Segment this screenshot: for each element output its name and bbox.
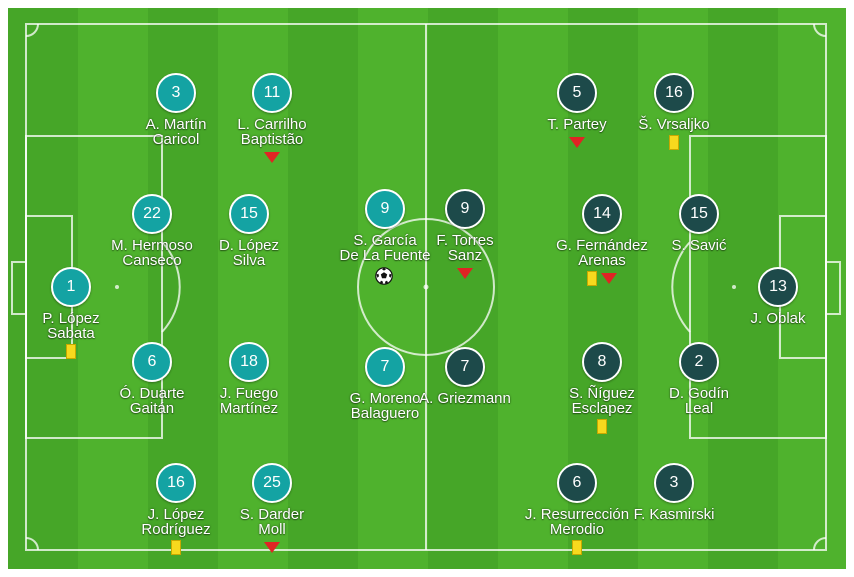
goal-ball-icon <box>375 267 393 285</box>
yellow-card-icon <box>669 135 679 150</box>
player-number-token: 14 <box>582 194 622 234</box>
player-number-token: 13 <box>758 267 798 307</box>
yellow-card-icon <box>572 540 582 555</box>
away-player-5[interactable]: 5 T. Partey <box>512 73 642 151</box>
yellow-card-icon <box>171 540 181 555</box>
player-number-token: 1 <box>51 267 91 307</box>
player-number-token: 6 <box>557 463 597 503</box>
player-name: T. Partey <box>547 116 607 133</box>
player-name: Š. Vrsaljko <box>638 116 710 133</box>
substitution-off-icon <box>457 268 473 279</box>
player-number-token: 15 <box>679 194 719 234</box>
player-number-token: 2 <box>679 342 719 382</box>
player-number-token: 8 <box>582 342 622 382</box>
substitution-off-icon <box>264 152 280 163</box>
player-number-token: 16 <box>654 73 694 113</box>
player-number-token: 25 <box>252 463 292 503</box>
player-number-token: 7 <box>365 347 405 387</box>
away-player-13[interactable]: 13 J. Oblak <box>713 267 843 345</box>
player-number-token: 22 <box>132 194 172 234</box>
yellow-card-icon <box>66 344 76 359</box>
away-player-3[interactable]: 3 F. Kasmirski <box>609 463 739 541</box>
pitch-spots <box>115 284 736 290</box>
player-number-token: 16 <box>156 463 196 503</box>
substitution-off-icon <box>569 137 585 148</box>
player-number-token: 7 <box>445 347 485 387</box>
player-name: S. Savić <box>671 237 727 254</box>
player-name: J. Oblak <box>750 310 806 327</box>
player-number-token: 15 <box>229 194 269 234</box>
player-number-token: 11 <box>252 73 292 113</box>
substitution-off-icon <box>264 542 280 553</box>
yellow-card-icon <box>587 271 597 286</box>
substitution-off-icon <box>601 273 617 284</box>
player-number-token: 6 <box>132 342 172 382</box>
player-number-token: 18 <box>229 342 269 382</box>
player-number-token: 3 <box>654 463 694 503</box>
yellow-card-icon <box>597 419 607 434</box>
away-player-15[interactable]: 15 S. Savić <box>634 194 764 272</box>
player-number-token: 5 <box>557 73 597 113</box>
player-number-token: 9 <box>365 189 405 229</box>
away-player-16[interactable]: 16 Š. Vrsaljko <box>609 73 739 151</box>
player-name: F. Kasmirski <box>633 506 715 523</box>
player-name: A. Griezmann <box>419 390 511 407</box>
player-number-token: 3 <box>156 73 196 113</box>
player-number-token: 9 <box>445 189 485 229</box>
away-player-7[interactable]: 7 A. Griezmann <box>400 347 530 425</box>
